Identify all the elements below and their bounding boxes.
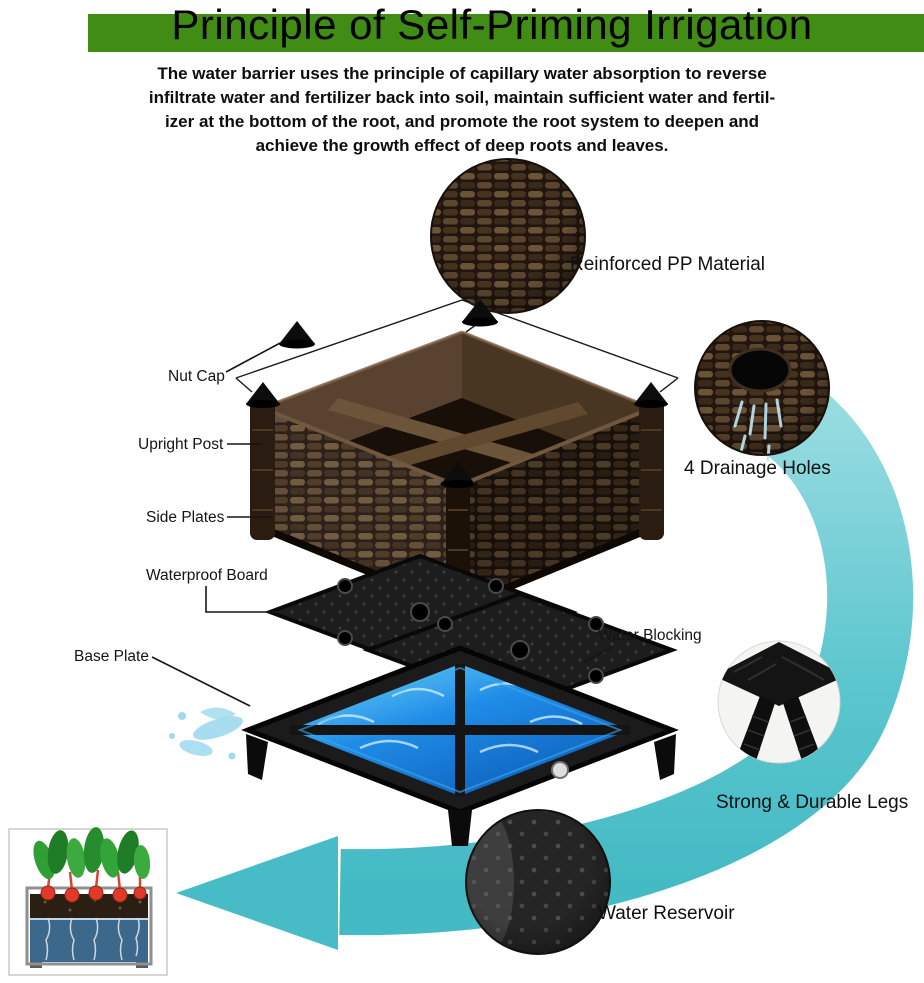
pp-material-photo	[430, 158, 586, 314]
description-line: infiltrate water and fertilizer back int…	[148, 88, 776, 107]
nut-cap-icon	[246, 382, 668, 488]
description-text: The water barrier uses the principle of …	[0, 62, 924, 158]
drainage-hole-photo	[694, 320, 830, 462]
nut-cap-icon	[279, 299, 498, 349]
label-nut-cap: Nut Cap	[168, 368, 225, 385]
label-waterproof-board: Waterproof Board	[146, 567, 268, 584]
label-reinforced-pp-material: Reinforced PP Material	[570, 254, 766, 275]
roots	[45, 917, 140, 961]
planter-leg	[654, 734, 676, 780]
description-line: achieve the growth effect of deep roots …	[255, 136, 669, 155]
label-side-plates: Side Plates	[146, 509, 225, 526]
assembly-wireframe	[235, 299, 679, 393]
drain-plug-icon	[551, 761, 569, 779]
page-title: Principle of Self-Priming Irrigation	[171, 1, 813, 48]
planter-leg	[246, 734, 268, 780]
base-plate-tray	[241, 645, 679, 846]
legs-photo	[717, 640, 841, 764]
title-bar	[88, 14, 924, 52]
label-connectors	[151, 341, 613, 707]
reservoir-photo	[465, 809, 611, 955]
stems	[46, 869, 142, 891]
water-splash-icon	[169, 707, 243, 760]
label-water-reservoir: Water Reservoir	[598, 903, 735, 924]
label-water-blocking: Water Blocking	[598, 627, 702, 644]
result-photo	[8, 827, 168, 976]
water-drips-icon	[733, 398, 783, 462]
description-line: The water barrier uses the principle of …	[157, 64, 767, 83]
description-line: izer at the bottom of the root, and prom…	[164, 112, 760, 131]
label-base-plate: Base Plate	[74, 648, 149, 665]
label-drainage-holes: 4 Drainage Holes	[684, 458, 831, 479]
planter-leg	[448, 810, 472, 846]
radish-bulbs	[40, 885, 147, 903]
label-durable-legs: Strong & Durable Legs	[716, 792, 909, 813]
label-upright-post: Upright Post	[138, 436, 224, 453]
leaves	[33, 827, 151, 880]
